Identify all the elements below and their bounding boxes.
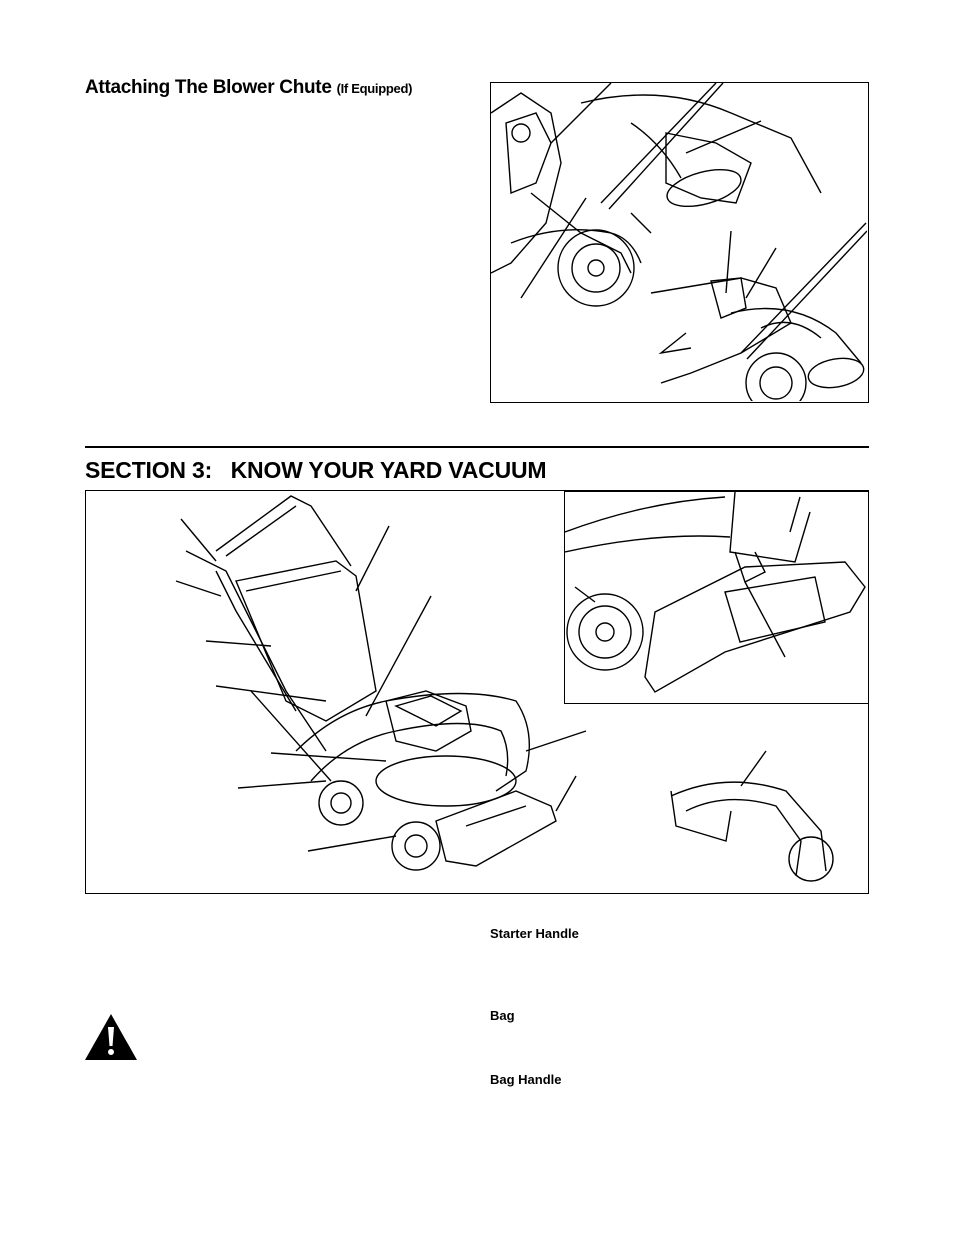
blower-chute-drawing [491, 83, 867, 401]
label-bag: Bag [490, 1008, 515, 1023]
blower-chute-heading-text: Attaching The Blower Chute [85, 77, 332, 98]
yard-vacuum-drawing [175, 495, 834, 882]
section-divider [85, 446, 869, 448]
blower-chute-heading: Attaching The Blower Chute (If Equipped) [85, 77, 412, 99]
nozzle-detail-inset [564, 491, 869, 704]
blower-chute-illustration [490, 82, 869, 403]
yard-vacuum-illustration [85, 490, 869, 894]
label-starter-handle: Starter Handle [490, 926, 579, 941]
section-3-title: SECTION 3: KNOW YOUR YARD VACUUM [85, 457, 547, 483]
blower-chute-heading-note: (If Equipped) [336, 81, 413, 96]
nozzle-detail-drawing [565, 492, 866, 693]
label-bag-handle: Bag Handle [490, 1072, 562, 1087]
warning-triangle-icon [83, 1012, 139, 1062]
